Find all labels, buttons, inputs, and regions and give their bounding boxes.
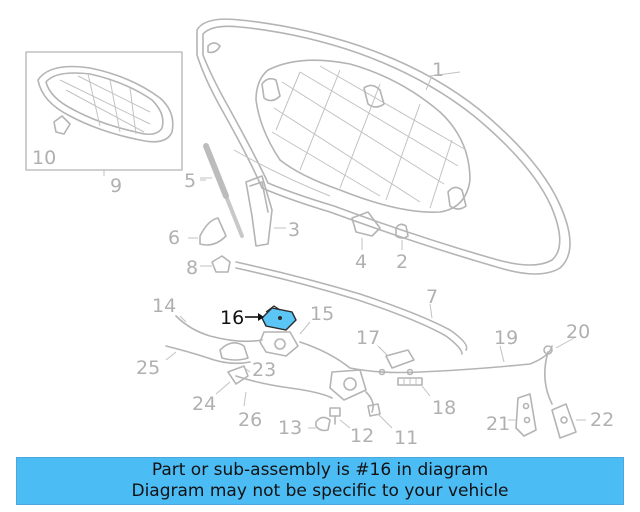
callout-15: 15 bbox=[310, 303, 334, 325]
callout-19: 19 bbox=[494, 327, 518, 349]
callout-22: 22 bbox=[590, 409, 614, 431]
callout-5: 5 bbox=[184, 170, 196, 192]
striker-part-4 bbox=[351, 211, 381, 250]
callout-10: 10 bbox=[32, 147, 56, 169]
bracket-part-21 bbox=[515, 393, 537, 437]
callout-17: 17 bbox=[356, 327, 380, 349]
leader-lines bbox=[165, 75, 575, 429]
callout-20: 20 bbox=[566, 321, 590, 343]
callout-12: 12 bbox=[350, 425, 374, 447]
callout-8: 8 bbox=[186, 257, 198, 279]
clip-part-13 bbox=[308, 416, 331, 432]
bumper-part-2 bbox=[395, 223, 409, 250]
callout-14: 14 bbox=[152, 295, 176, 317]
latch-assembly bbox=[219, 331, 374, 413]
callout-23: 23 bbox=[252, 359, 276, 381]
callout-11: 11 bbox=[394, 427, 418, 449]
callout-13: 13 bbox=[278, 417, 302, 439]
callout-24: 24 bbox=[192, 393, 216, 415]
bracket-part-18 bbox=[397, 377, 423, 386]
callout-3: 3 bbox=[288, 219, 300, 241]
hood-hinge bbox=[245, 175, 286, 247]
callout-18: 18 bbox=[432, 397, 456, 419]
callout-labels: 1 2 3 4 5 6 7 8 9 10 11 12 13 14 15 16 1… bbox=[32, 59, 614, 449]
support-strut bbox=[200, 143, 244, 238]
part-info-banner: Part or sub-assembly is #16 in diagram D… bbox=[16, 457, 624, 505]
banner-line-disclaimer: Diagram may not be specific to your vehi… bbox=[131, 481, 509, 501]
clip-part-8 bbox=[200, 255, 231, 273]
callout-4: 4 bbox=[355, 251, 367, 273]
banner-line-part: Part or sub-assembly is #16 in diagram bbox=[151, 460, 489, 480]
bumper-part-6 bbox=[188, 217, 227, 246]
callout-21: 21 bbox=[486, 413, 510, 435]
callout-16: 16 bbox=[220, 307, 244, 329]
callout-1: 1 bbox=[432, 59, 444, 81]
callout-9: 9 bbox=[110, 175, 122, 197]
bracket-part-22 bbox=[551, 403, 586, 439]
insulator-assembly-box bbox=[25, 51, 183, 176]
callout-6: 6 bbox=[168, 227, 180, 249]
hood-seal bbox=[235, 261, 468, 355]
bolt-part-12 bbox=[329, 407, 341, 425]
callout-25: 25 bbox=[136, 357, 160, 379]
handle-part-17 bbox=[385, 349, 415, 369]
callout-26: 26 bbox=[238, 409, 262, 431]
highlighted-part-16 bbox=[245, 305, 297, 331]
release-cables bbox=[165, 315, 553, 405]
hood-panel bbox=[196, 18, 571, 275]
callout-2: 2 bbox=[396, 251, 408, 273]
parts-diagram: 1 2 3 4 5 6 7 8 9 10 11 12 13 14 15 16 1… bbox=[25, 18, 614, 449]
callout-7: 7 bbox=[426, 286, 438, 308]
clip-part-11 bbox=[367, 403, 381, 417]
